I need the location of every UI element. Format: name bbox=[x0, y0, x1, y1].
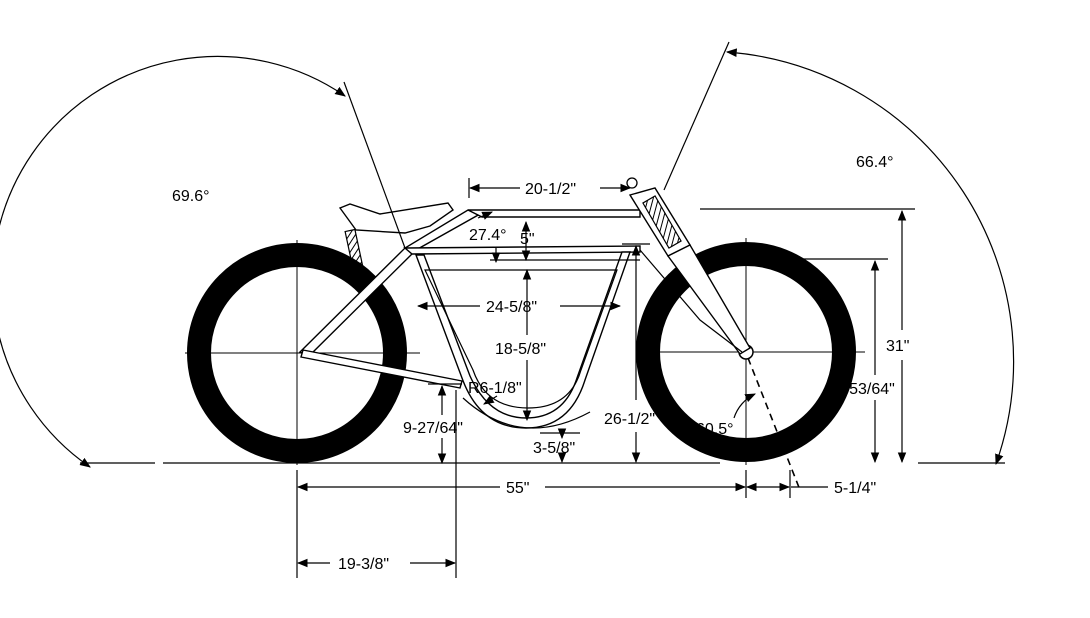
dimension-labels: 69.6° 66.4° 20-1/2" 27.4° 5" 24-5/8" 18-… bbox=[172, 154, 909, 573]
label-fork-angle: 60.5° bbox=[696, 421, 734, 438]
label-top-length: 20-1/2" bbox=[525, 181, 576, 198]
front-wheel bbox=[636, 238, 865, 465]
label-tank-depth: 18-5/8" bbox=[495, 341, 546, 358]
label-bb-height: 9-27/64" bbox=[403, 420, 463, 437]
label-bend-radius: R6-1/8" bbox=[468, 380, 522, 397]
label-head-angle: 66.4° bbox=[856, 154, 894, 171]
label-front-height: 26-1/2" bbox=[604, 411, 655, 428]
label-tank-top-width: 24-5/8" bbox=[486, 299, 537, 316]
dimension-lines bbox=[296, 178, 915, 578]
label-head-tube-top-height: 31" bbox=[886, 338, 909, 355]
dimension-arcs bbox=[0, 48, 1015, 468]
label-top-tube-angle: 27.4° bbox=[469, 227, 507, 244]
label-seat-angle: 69.6° bbox=[172, 188, 210, 205]
label-trail: 5-1/4" bbox=[834, 480, 876, 497]
label-wheelbase: 55" bbox=[506, 480, 529, 497]
label-front-axle-rise: 24-53/64" bbox=[826, 381, 895, 398]
label-head-drop: 5" bbox=[520, 231, 535, 248]
label-rear-to-bb: 19-3/8" bbox=[338, 556, 389, 573]
label-bb-drop: 3-5/8" bbox=[533, 440, 575, 457]
